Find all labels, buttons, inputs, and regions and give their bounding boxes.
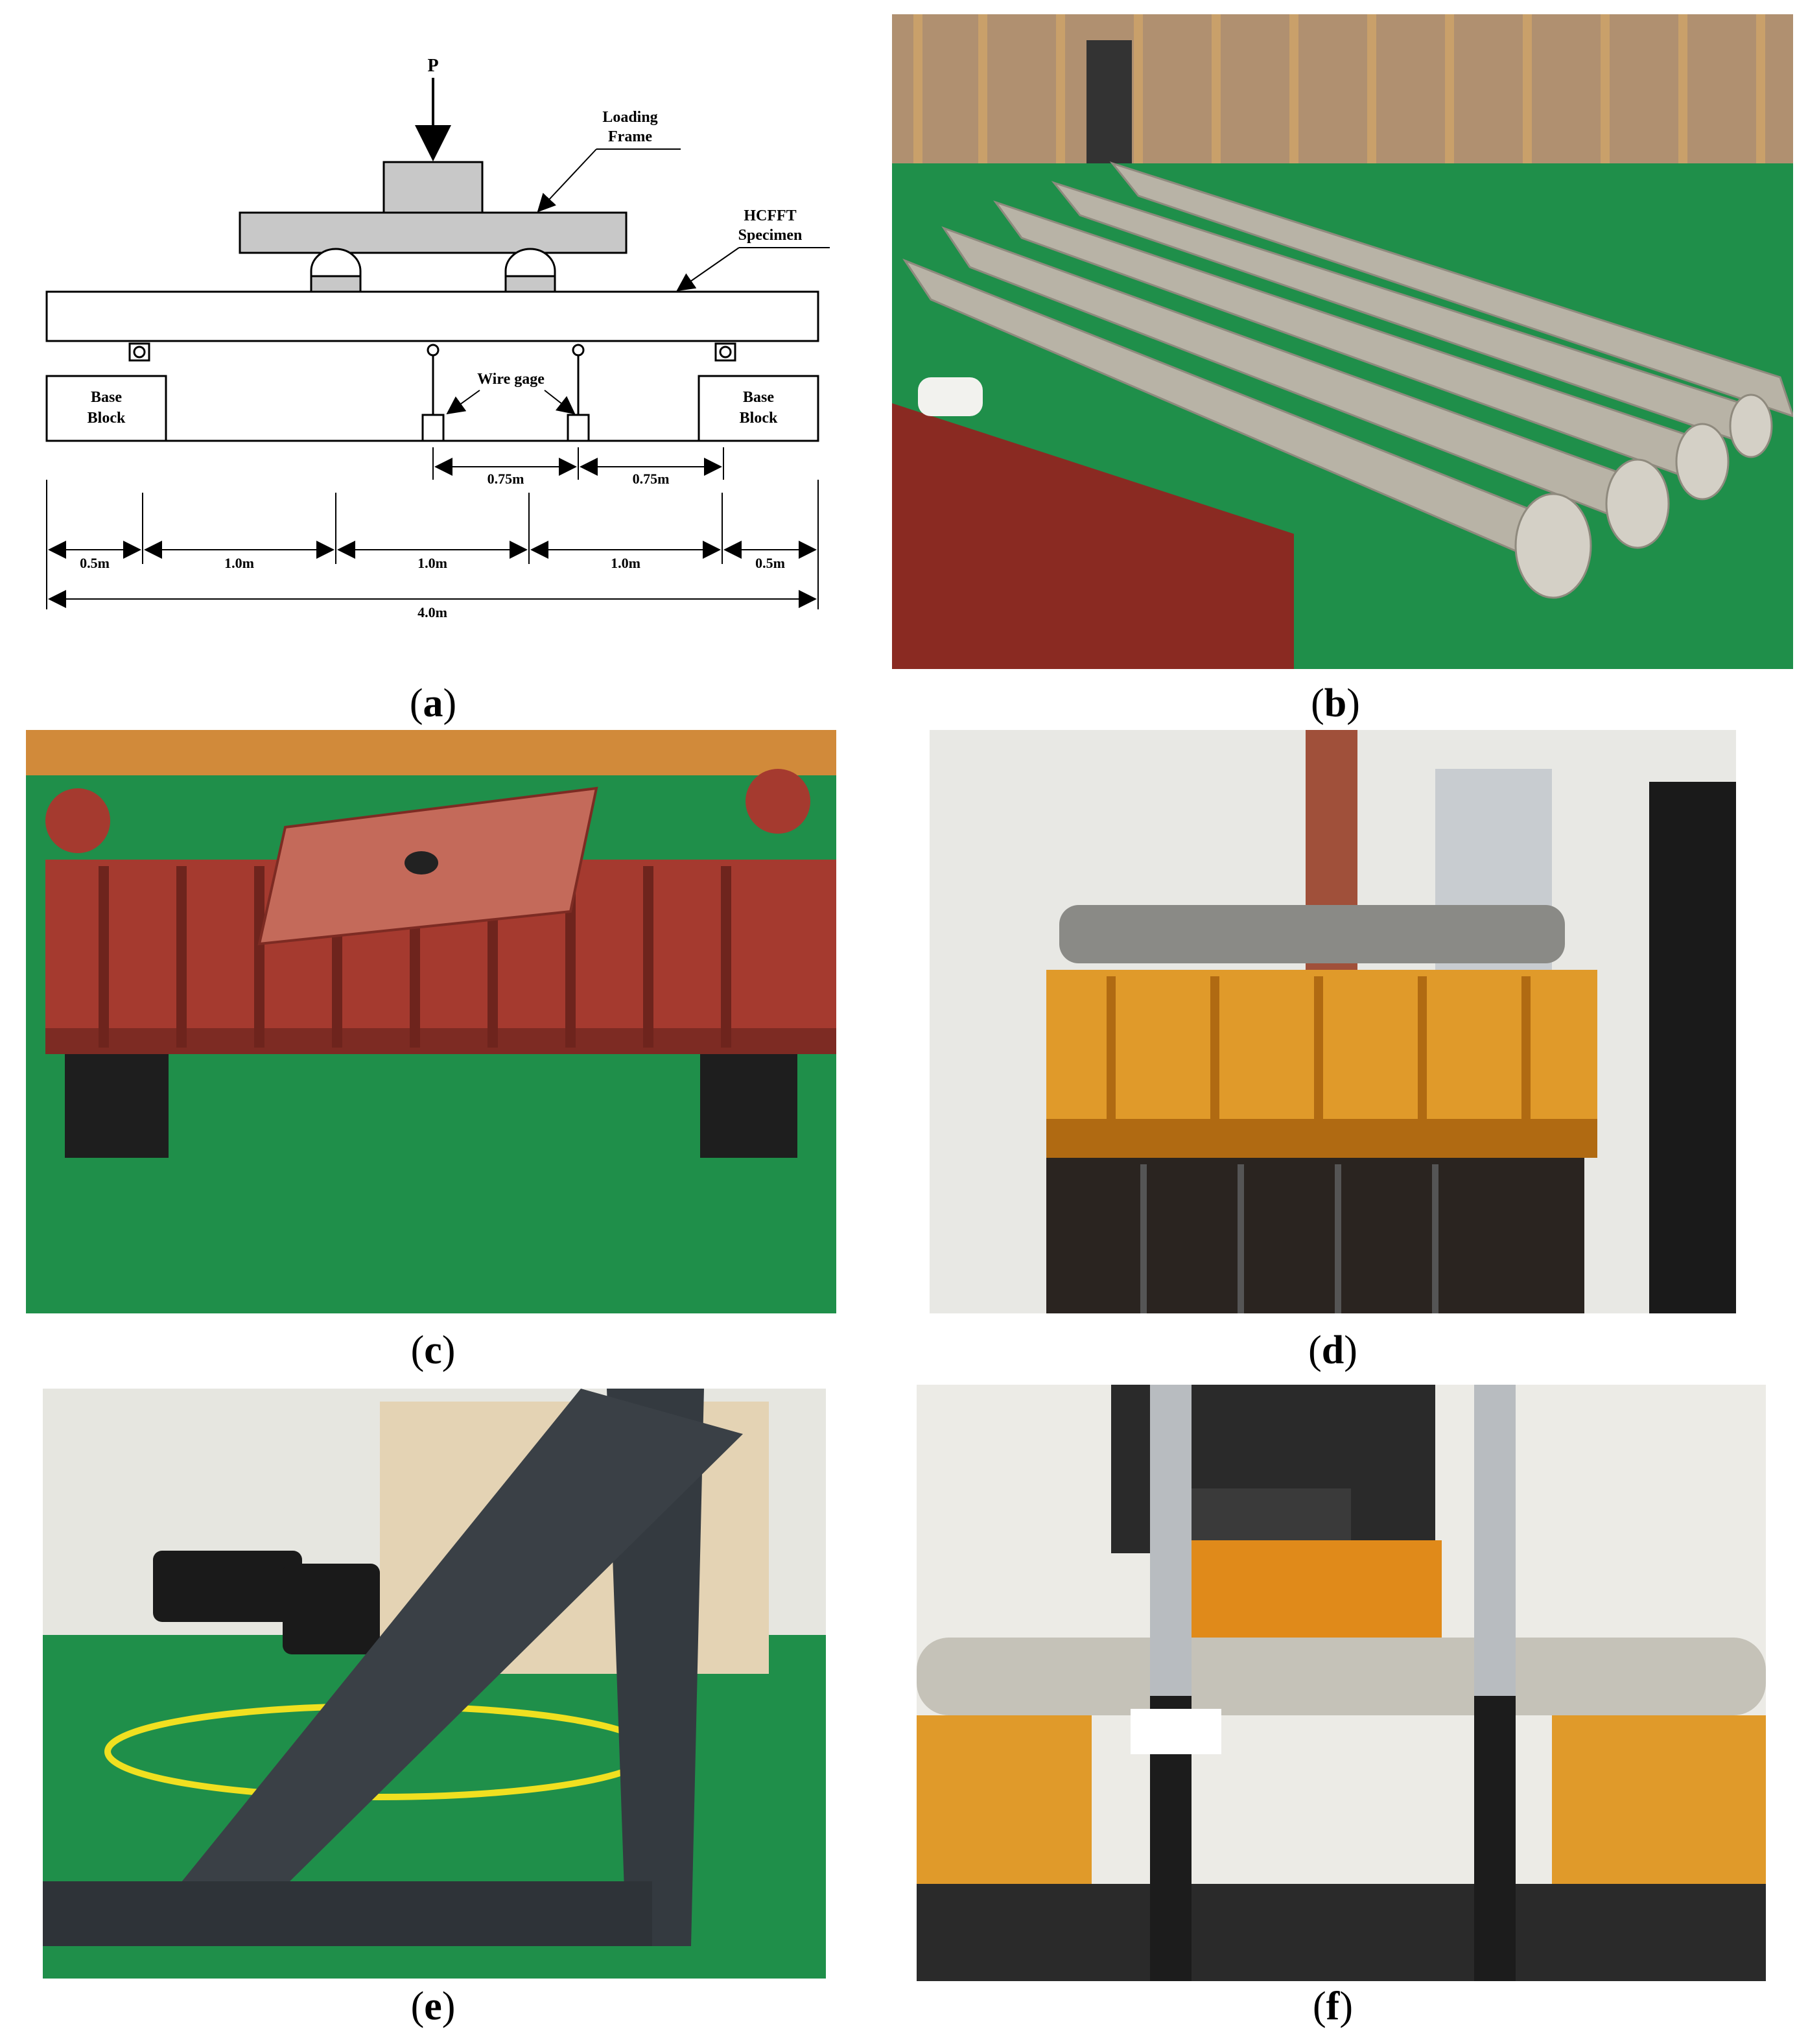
load-label: P xyxy=(427,56,438,76)
support-left xyxy=(133,346,146,358)
caption-e: (e) xyxy=(410,1984,456,2028)
panel-a-schematic: P Loading Frame HCFFT Specimen Base Bloc… xyxy=(26,26,849,661)
base-block-left xyxy=(45,375,167,442)
loading-frame-label-2: Frame xyxy=(608,128,652,145)
dim-1: 0.5m xyxy=(80,555,110,571)
loading-frame-label-1: Loading xyxy=(602,109,657,126)
panel-e-photo xyxy=(43,1389,826,1979)
svg-text:Base: Base xyxy=(743,389,774,406)
dim-gage-left: 0.75m xyxy=(487,471,524,487)
panel-d-photo xyxy=(930,730,1736,1313)
dim-4: 1.0m xyxy=(611,555,640,571)
caption-b: (b) xyxy=(1311,681,1360,725)
panel-c-photo xyxy=(26,730,836,1313)
loading-frame xyxy=(239,211,628,254)
loading-cap xyxy=(382,161,484,214)
support-right xyxy=(719,346,732,358)
dim-3: 1.0m xyxy=(417,555,447,571)
svg-text:Base: Base xyxy=(91,389,122,406)
specimen-label-2: Specimen xyxy=(738,227,803,244)
wire-gage-label: Wire gage xyxy=(477,371,545,388)
caption-a: (a) xyxy=(409,681,457,725)
wire-gage-right xyxy=(567,414,590,442)
dim-2: 1.0m xyxy=(224,555,254,571)
loading-frame-leader xyxy=(537,148,597,213)
caption-f: (f) xyxy=(1313,1984,1353,2028)
caption-d: (d) xyxy=(1308,1328,1357,1372)
caption-c: (c) xyxy=(410,1328,456,1372)
base-block-right xyxy=(698,375,819,442)
schematic-svg: P Loading Frame HCFFT Specimen Base Bloc… xyxy=(45,56,830,620)
panel-f-photo xyxy=(917,1385,1766,1981)
svg-text:Block: Block xyxy=(740,410,778,427)
specimen-beam xyxy=(45,290,819,342)
dim-5: 0.5m xyxy=(755,555,785,571)
svg-text:Block: Block xyxy=(88,410,126,427)
wire-gage-left xyxy=(421,414,445,442)
specimen-leader xyxy=(676,247,740,292)
dim-gage-right: 0.75m xyxy=(633,471,670,487)
specimen-label-1: HCFFT xyxy=(744,207,796,224)
panel-b-photo xyxy=(892,14,1793,669)
dim-total: 4.0m xyxy=(417,604,447,620)
